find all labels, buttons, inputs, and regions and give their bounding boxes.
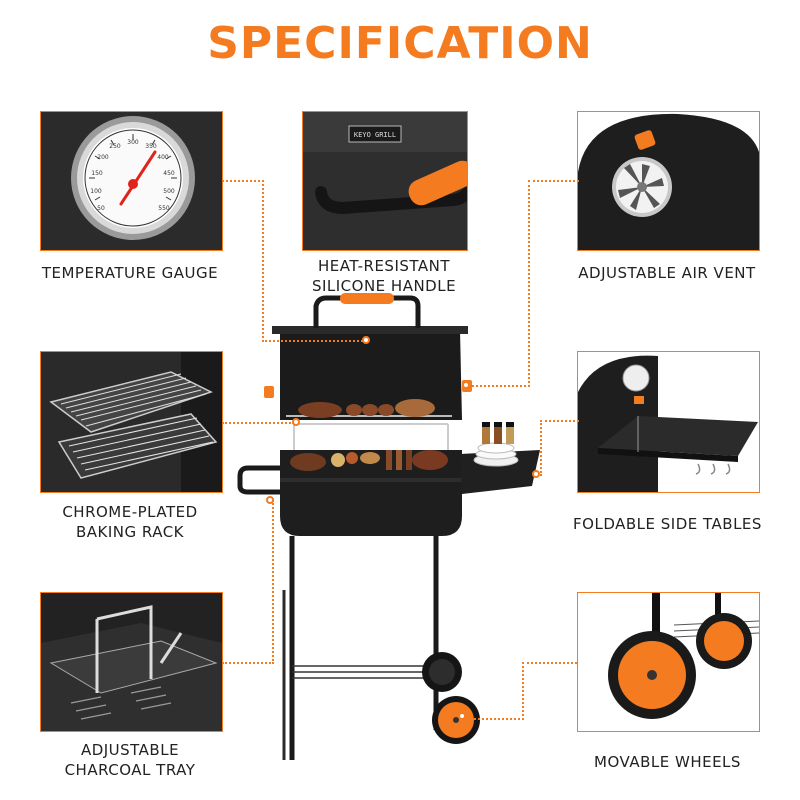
dial-number: 150 [91, 170, 103, 177]
leader-dot [266, 496, 274, 504]
leader-line-vent [528, 180, 579, 387]
vent-icon [578, 112, 759, 250]
leader-line-tray [222, 500, 274, 664]
dial-number: 250 [109, 143, 121, 150]
leader-line-gauge [222, 180, 264, 342]
grill-illustration [237, 293, 540, 760]
dial-number: 500 [163, 188, 175, 195]
rack-icon [41, 352, 222, 492]
dial-number: 50 [97, 205, 105, 212]
charcoal-tray-label: ADJUSTABLE CHARCOAL TRAY [64, 741, 196, 779]
side-tables-panel [577, 351, 760, 493]
baking-rack-label: CHROME-PLATED BAKING RACK [62, 503, 198, 541]
leader-line-vent-end [468, 385, 530, 387]
baking-rack-panel [40, 351, 223, 493]
side-tables-label: FOLDABLE SIDE TABLES [573, 515, 762, 533]
tray-icon [41, 593, 222, 731]
side-table-icon [578, 352, 759, 492]
handle-label: HEAT-RESISTANT SILICONE HANDLE [311, 257, 457, 295]
dial-number: 350 [145, 143, 157, 150]
dial-number: 100 [90, 188, 102, 195]
temperature-gauge-label: TEMPERATURE GAUGE [41, 264, 219, 282]
air-vent-label: ADJUSTABLE AIR VENT [578, 264, 756, 282]
handle-panel: KEYO GRILL [302, 111, 468, 251]
air-vent-panel [577, 111, 760, 251]
dial-number: 200 [97, 154, 109, 161]
leader-dot [362, 336, 370, 344]
thermometer-icon: 50 100 150 200 250 300 350 400 450 500 5… [41, 112, 222, 250]
leader-dot [458, 712, 466, 720]
dial-number: 400 [157, 154, 169, 161]
leader-dot [532, 470, 540, 478]
leader-line-wheels [462, 662, 524, 720]
leader-line-side-table [540, 420, 579, 476]
dial-number: 300 [127, 139, 139, 146]
temperature-gauge-panel: 50 100 150 200 250 300 350 400 450 500 5… [40, 111, 223, 251]
wheel-icon [578, 593, 759, 731]
leader-dot [292, 418, 300, 426]
leader-line-gauge-end [262, 340, 366, 342]
wheels-panel [577, 592, 760, 732]
handle-icon: KEYO GRILL [303, 112, 467, 250]
charcoal-tray-panel [40, 592, 223, 732]
wheels-label: MOVABLE WHEELS [594, 753, 741, 771]
brand-plate: KEYO GRILL [354, 131, 396, 139]
leader-dot [462, 381, 470, 389]
page-title: SPECIFICATION [207, 18, 593, 69]
dial-number: 450 [163, 170, 175, 177]
leader-line-rack [222, 422, 294, 424]
leader-line-wheels-end [522, 662, 577, 664]
dial-number: 550 [158, 205, 170, 212]
